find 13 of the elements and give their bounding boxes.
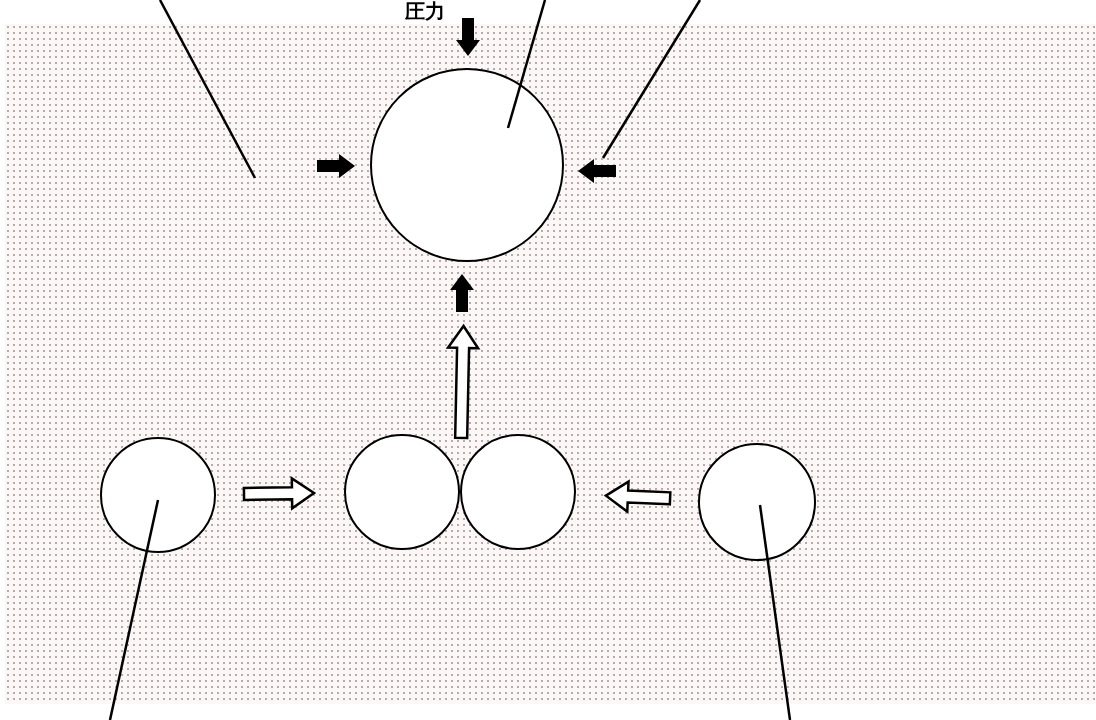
hollow-arrow bbox=[445, 323, 481, 440]
particle-circle bbox=[344, 434, 460, 550]
particle-circle bbox=[370, 68, 564, 262]
particle-circle bbox=[698, 443, 816, 561]
leader-line bbox=[758, 504, 792, 720]
leader-line bbox=[108, 499, 160, 720]
hollow-arrow bbox=[242, 476, 317, 511]
pressure-label: 圧力 bbox=[405, 0, 445, 22]
particle-circle bbox=[460, 434, 576, 550]
hollow-arrow bbox=[603, 479, 672, 514]
leader-line bbox=[158, 0, 257, 179]
dotted-medium-area bbox=[5, 24, 1096, 704]
particle-circle bbox=[100, 437, 216, 553]
